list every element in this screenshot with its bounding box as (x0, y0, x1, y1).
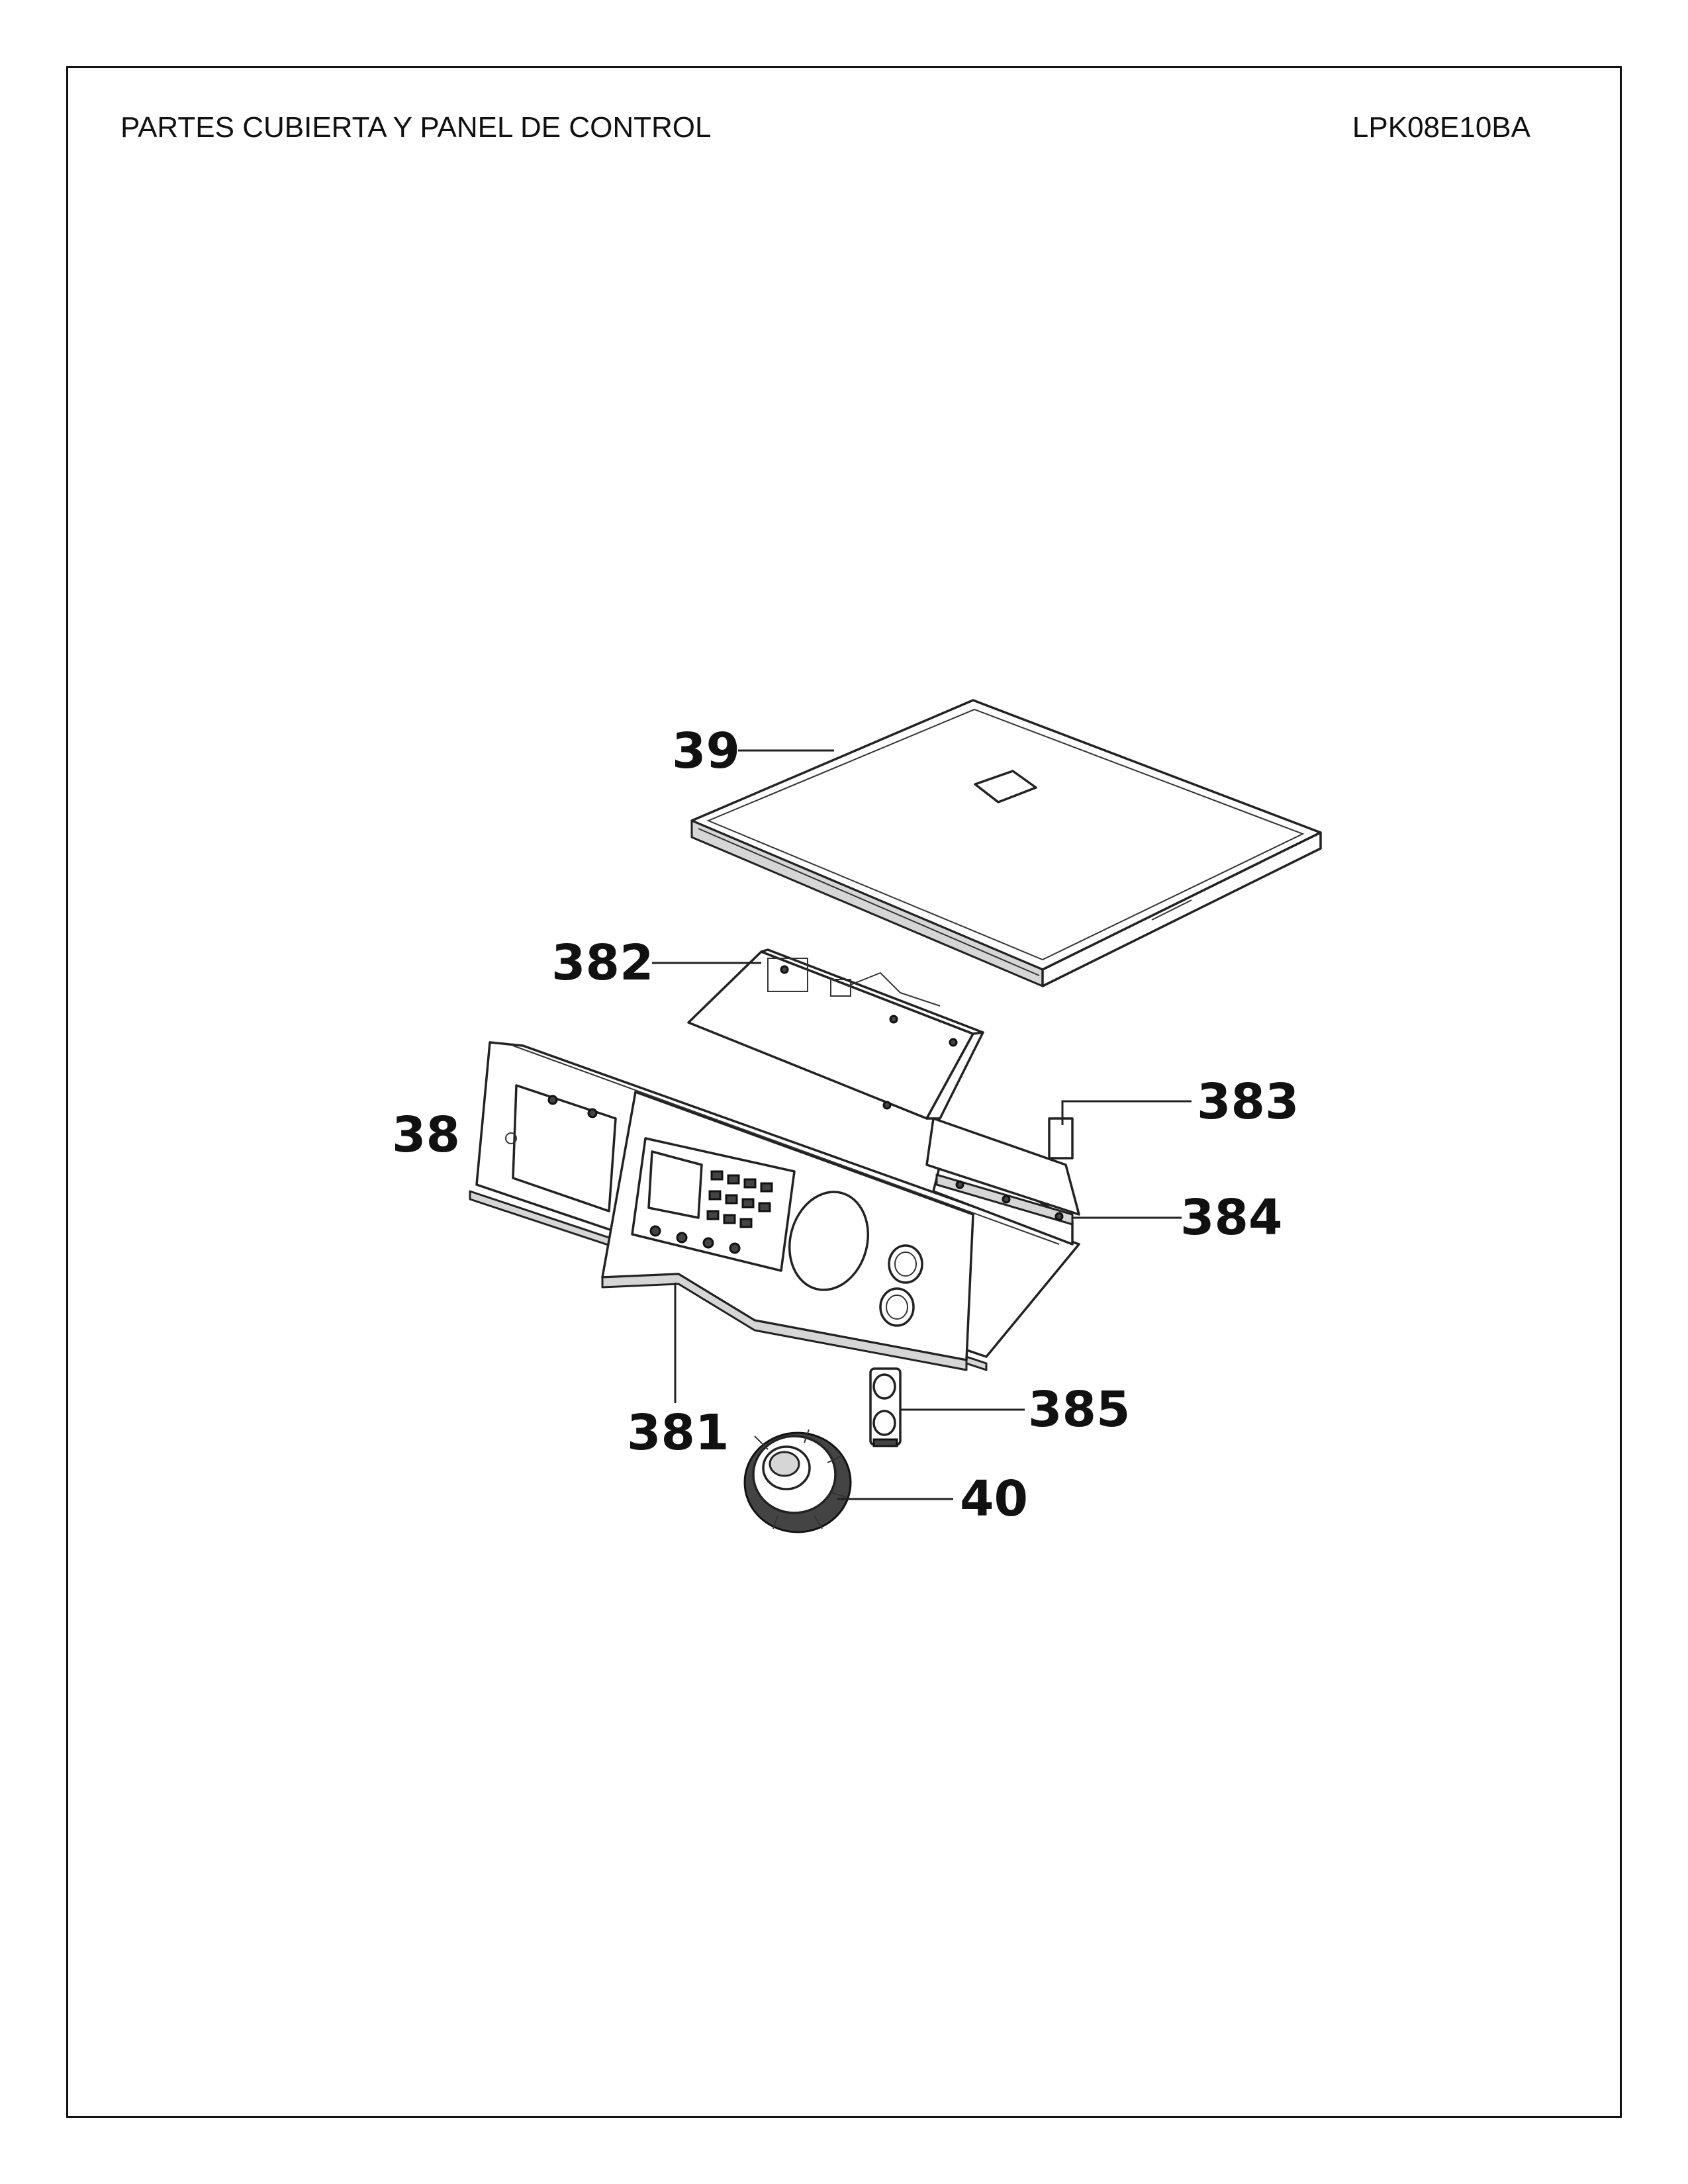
diagram-title: PARTES CUBIERTA Y PANEL DE CONTROL (120, 111, 712, 144)
callout-385: 385 (1028, 1381, 1130, 1438)
top-cover-part (690, 699, 1322, 987)
callout-381: 381 (627, 1404, 729, 1461)
panel-buttons (649, 1170, 773, 1254)
callout-383: 383 (1197, 1073, 1299, 1130)
callout-40: 40 (960, 1471, 1028, 1527)
control-board-part (687, 948, 984, 1120)
control-panel-front-part (601, 1091, 974, 1371)
switch-part (869, 1367, 902, 1447)
callout-382: 382 (551, 934, 653, 991)
callout-39: 39 (672, 723, 740, 780)
page-frame (66, 66, 1622, 2118)
callout-384: 384 (1180, 1189, 1282, 1246)
knob-part (743, 1429, 852, 1533)
model-number: LPK08E10BA (1352, 111, 1530, 144)
side-bracket-part (925, 1117, 1080, 1226)
leader-line-383 (1061, 1100, 1192, 1125)
callout-38: 38 (392, 1107, 460, 1163)
